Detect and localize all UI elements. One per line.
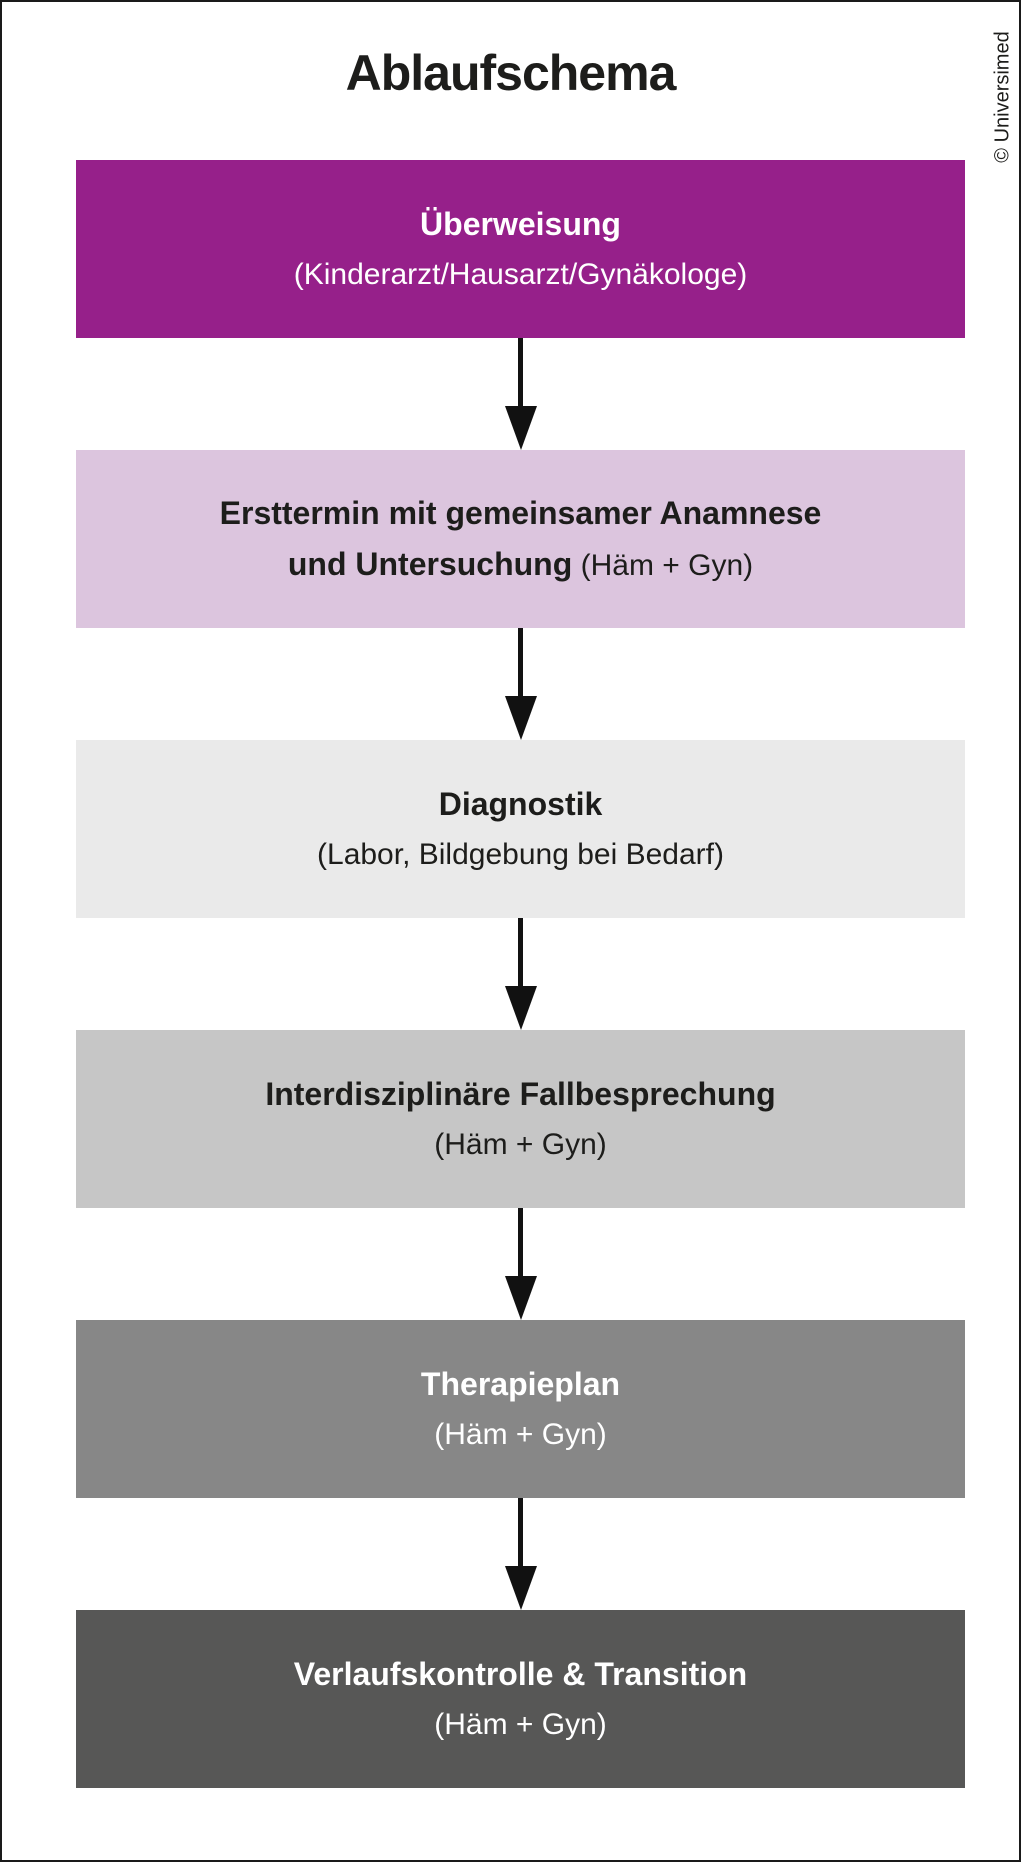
step-text-bold: Ersttermin mit gemeinsamer Anamnese: [219, 494, 822, 531]
arrow-head-icon: [504, 1566, 537, 1610]
step-line: (Kinderarzt/Hausarzt/Gynäkologe): [294, 251, 748, 299]
down-arrow: [76, 338, 965, 450]
flow-step-therapieplan: Therapieplan (Häm + Gyn): [76, 1320, 965, 1498]
arrow-stem: [518, 628, 523, 696]
step-line: Interdisziplinäre Fallbesprechung: [265, 1069, 775, 1120]
step-text-bold: Therapieplan: [420, 1366, 621, 1403]
step-text-regular: (Häm + Gyn): [580, 549, 754, 582]
down-arrow: [76, 628, 965, 740]
step-line: Diagnostik: [439, 779, 603, 830]
step-text-bold: und Untersuchung: [287, 546, 573, 582]
arrow-head-icon: [504, 696, 537, 740]
step-line: und Untersuchung (Häm + Gyn): [288, 539, 753, 590]
arrow-stem: [518, 918, 523, 986]
step-text-regular: (Kinderarzt/Hausarzt/Gynäkologe): [293, 257, 748, 291]
step-line: (Labor, Bildgebung bei Bedarf): [317, 831, 724, 879]
step-text-regular: (Häm + Gyn): [434, 1127, 607, 1161]
down-arrow: [76, 1208, 965, 1320]
down-arrow: [76, 918, 965, 1030]
flow-step-diagnostik: Diagnostik (Labor, Bildgebung bei Bedarf): [76, 740, 965, 918]
step-text-bold: Diagnostik: [438, 786, 603, 823]
step-line: (Häm + Gyn): [434, 1411, 607, 1459]
arrow-stem: [518, 338, 523, 406]
step-text-bold: Verlaufskontrolle & Transition: [293, 1656, 748, 1693]
copyright-credit: © Universimed: [991, 31, 1014, 163]
step-line: Verlaufskontrolle & Transition: [294, 1649, 747, 1700]
step-line: Überweisung: [420, 199, 621, 250]
flow-step-fallbesprechung: Interdisziplinäre Fallbesprechung (Häm + …: [76, 1030, 965, 1208]
step-text-regular: (Labor, Bildgebung bei Bedarf): [317, 837, 724, 871]
step-text-bold: Interdisziplinäre Fallbesprechung: [265, 1076, 776, 1113]
down-arrow: [76, 1498, 965, 1610]
step-line: Ersttermin mit gemeinsamer Anamnese: [220, 488, 822, 539]
arrow-stem: [518, 1498, 523, 1566]
step-line: (Häm + Gyn): [434, 1121, 607, 1169]
arrow-stem: [518, 1208, 523, 1276]
step-line: Therapieplan: [421, 1359, 620, 1410]
flow-step-ersttermin: Ersttermin mit gemeinsamer Anamnese und U…: [76, 450, 965, 628]
step-text-regular: (Häm + Gyn): [434, 1707, 607, 1741]
step-text-bold: Überweisung: [420, 206, 621, 243]
step-line: (Häm + Gyn): [434, 1701, 607, 1749]
flow-step-verlaufskontrolle: Verlaufskontrolle & Transition (Häm + Gyn…: [76, 1610, 965, 1788]
flowchart: Überweisung (Kinderarzt/Hausarzt/Gynäkolo…: [76, 160, 965, 1788]
arrow-head-icon: [504, 406, 537, 450]
page-title: Ablaufschema: [345, 45, 677, 101]
arrow-head-icon: [504, 1276, 537, 1320]
step-text-regular: (Häm + Gyn): [434, 1417, 607, 1451]
arrow-head-icon: [504, 986, 537, 1030]
flow-step-ueberweisung: Überweisung (Kinderarzt/Hausarzt/Gynäkolo…: [76, 160, 965, 338]
